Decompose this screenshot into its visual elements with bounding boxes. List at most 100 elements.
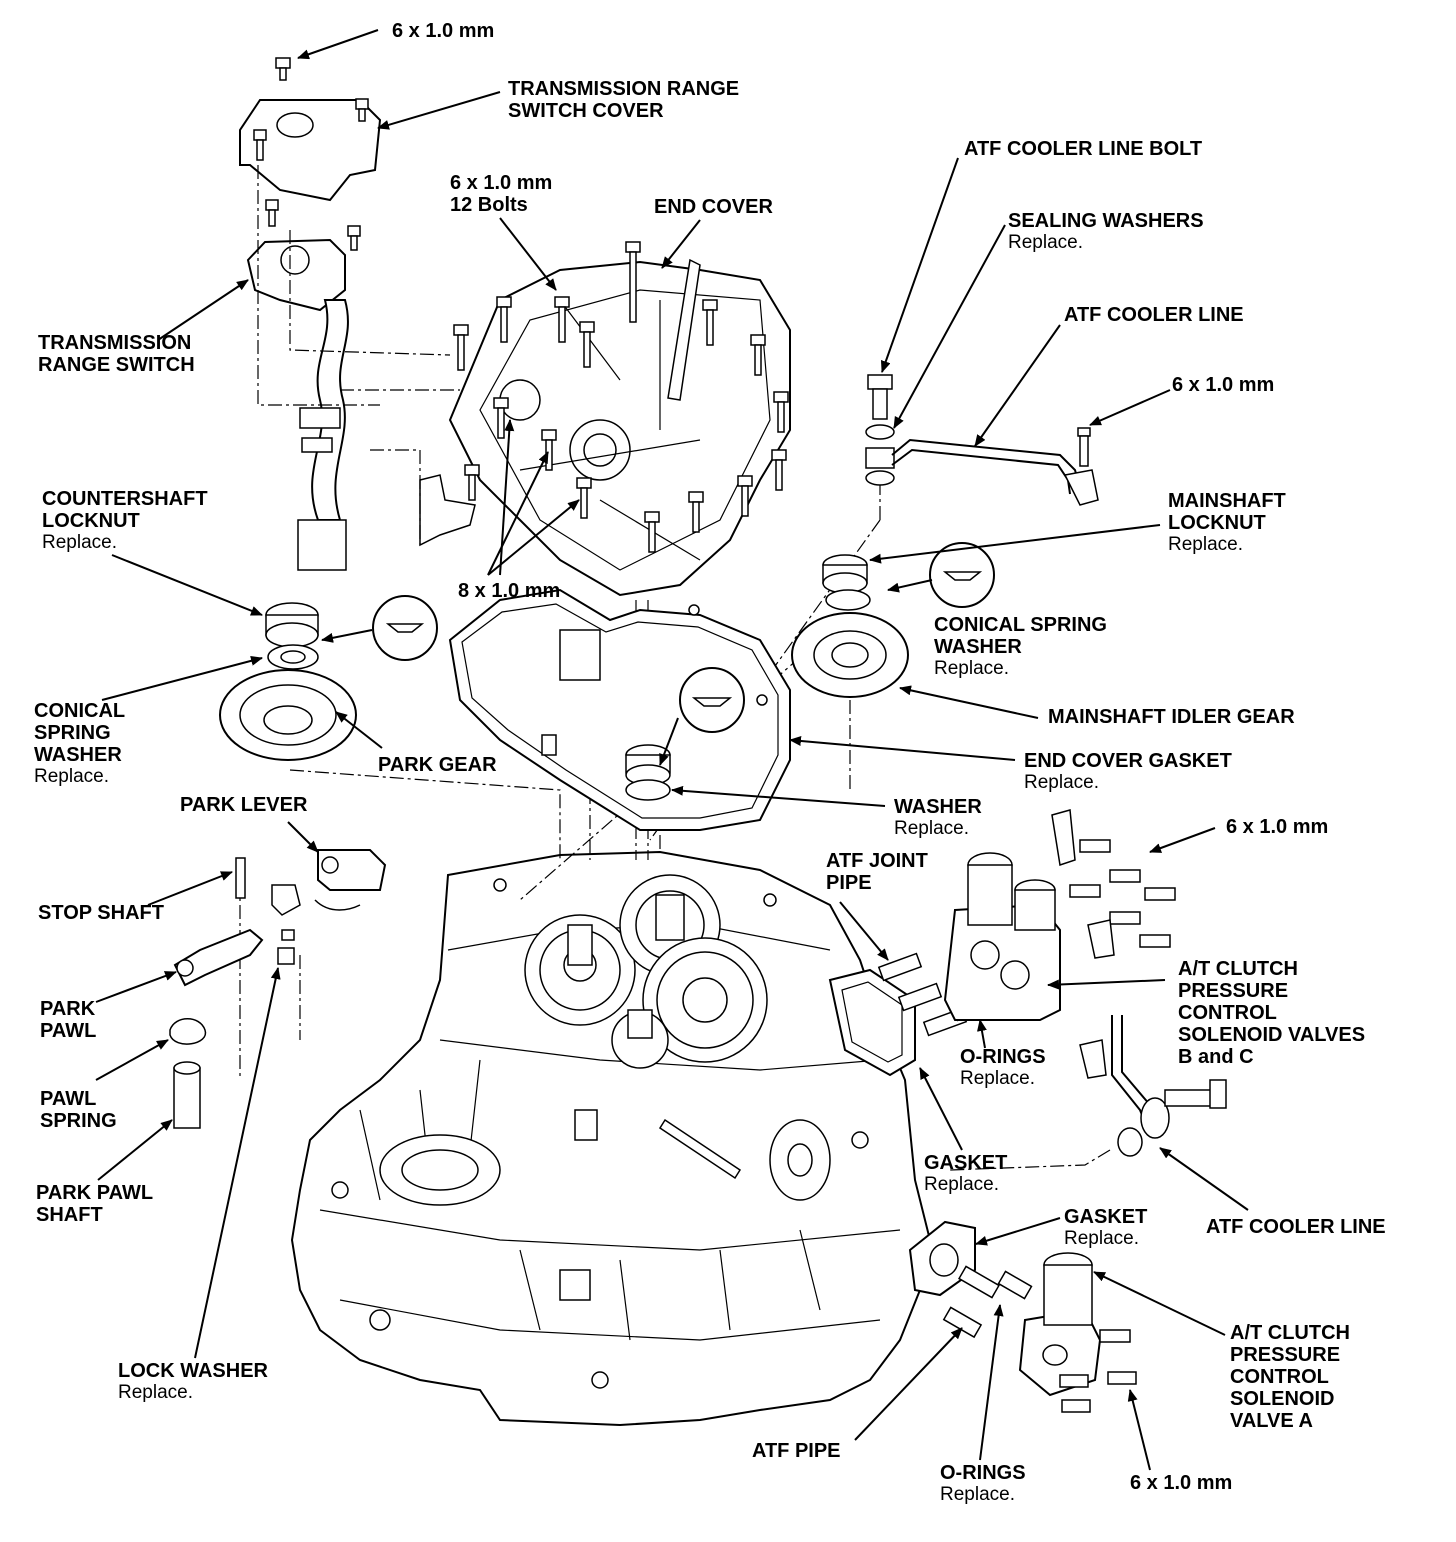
label-line: ATF COOLER LINE [1064, 304, 1244, 326]
label-line: PRESSURE [1230, 1344, 1341, 1366]
label-note: Replace. [118, 1382, 193, 1403]
label-line: CONICAL SPRING [934, 614, 1107, 636]
label-line: GASKET [1064, 1206, 1148, 1228]
label-note: Replace. [940, 1484, 1015, 1505]
label-line: LOCKNUT [42, 510, 140, 532]
label-end-cover: END COVER [654, 196, 773, 218]
label-bolt-8: 8 x 1.0 mm [458, 580, 560, 602]
label-line: ATF PIPE [752, 1440, 841, 1462]
transmission-housing [290, 850, 932, 1427]
label-line: LOCKNUT [1168, 512, 1266, 534]
label-line: COUNTERSHAFT [42, 488, 208, 510]
label-bolt-top-line1: 6 x 1.0 mm [392, 20, 495, 42]
atf-cooler-line-bottom-parts [1079, 1015, 1227, 1157]
label-atf-joint-pipe: ATF JOINT PIPE [826, 850, 928, 894]
label-park-gear: PARK GEAR [378, 754, 497, 776]
label-mainshaft-idler-gear: MAINSHAFT IDLER GEAR [1048, 706, 1295, 728]
label-bolt-bottom: 6 x 1.0 mm [1130, 1472, 1232, 1494]
label-pawl-spring: PAWL SPRING [40, 1088, 117, 1132]
label-line: TRANSMISSION RANGE [508, 78, 740, 100]
label-line: CONICAL [34, 700, 126, 722]
label-note: Replace. [924, 1174, 999, 1195]
label-line: O-RINGS [960, 1046, 1046, 1068]
label-countershaft-locknut: COUNTERSHAFT LOCKNUT Replace. [42, 488, 208, 554]
label-bolt-cooler: 6 x 1.0 mm [1172, 374, 1274, 396]
solenoid-bc-parts [828, 809, 1176, 1077]
label-line: END COVER GASKET [1024, 750, 1232, 772]
label-line: LOCK WASHER [118, 1360, 268, 1382]
label-note: Replace. [42, 532, 117, 553]
label-line: 6 x 1.0 mm [1130, 1472, 1233, 1494]
label-line: ATF COOLER LINE [1206, 1216, 1386, 1238]
label-line: SPRING [34, 722, 111, 744]
label-gasket-low: GASKET Replace. [1064, 1206, 1147, 1250]
label-solenoid-valves-bc: A/T CLUTCH PRESSURE CONTROL SOLENOID VAL… [1178, 958, 1365, 1068]
atf-cooler-line-top-parts [865, 374, 1099, 506]
label-line: A/T CLUTCH [1178, 958, 1298, 980]
end-cover-gasket [448, 588, 791, 831]
label-atf-cooler-line-top: ATF COOLER LINE [1064, 304, 1244, 326]
label-line: CONTROL [1178, 1002, 1277, 1024]
label-conical-spring-washer-left: CONICAL SPRING WASHER Replace. [34, 700, 125, 788]
label-note: Replace. [1008, 232, 1083, 253]
label-line: PRESSURE [1178, 980, 1289, 1002]
label-line: WASHER [894, 796, 982, 818]
label-atf-cooler-line-bolt: ATF COOLER LINE BOLT [964, 138, 1202, 160]
leader-lines [95, 29, 1249, 1471]
label-line: SEALING WASHERS [1008, 210, 1204, 232]
label-bolt-top: 6 x 1.0 mm [392, 20, 494, 42]
label-park-lever: PARK LEVER [180, 794, 307, 816]
label-line: A/T CLUTCH [1230, 1322, 1350, 1344]
label-line: 6 x 1.0 mm [450, 172, 553, 194]
label-line: PARK PAWL [36, 1182, 154, 1204]
label-line: PARK [40, 998, 96, 1020]
label-line: 8 x 1.0 mm [458, 580, 561, 602]
label-line: PIPE [826, 872, 872, 894]
label-line: SOLENOID [1230, 1388, 1335, 1410]
mainshaft-parts [625, 542, 995, 801]
label-line: GASKET [924, 1152, 1008, 1174]
label-atf-cooler-line-bottom: ATF COOLER LINE [1206, 1216, 1386, 1238]
label-line: PAWL [40, 1088, 97, 1110]
label-line: STOP SHAFT [38, 902, 164, 924]
label-end-cover-gasket: END COVER GASKET Replace. [1024, 750, 1232, 794]
label-note: Replace. [1024, 772, 1099, 793]
label-line: MAINSHAFT [1168, 490, 1286, 512]
label-line: RANGE SWITCH [38, 354, 195, 376]
label-end-cover-bolts: 6 x 1.0 mm 12 Bolts [450, 172, 552, 216]
label-line: 6 x 1.0 mm [1226, 816, 1329, 838]
label-washer: WASHER Replace. [894, 796, 982, 840]
label-atf-pipe: ATF PIPE [752, 1440, 841, 1462]
transmission-range-switch [246, 199, 476, 571]
label-line: CONTROL [1230, 1366, 1329, 1388]
label-o-rings-top: O-RINGS Replace. [960, 1046, 1046, 1090]
label-line: ATF JOINT [826, 850, 928, 872]
label-park-pawl: PARK PAWL [40, 998, 96, 1042]
end-cover-bolts [453, 241, 789, 553]
label-note: Replace. [894, 818, 969, 839]
label-line: END COVER [654, 196, 773, 218]
label-line: MAINSHAFT IDLER GEAR [1048, 706, 1295, 728]
solenoid-a-parts [908, 1220, 1137, 1413]
countershaft-parts [219, 595, 438, 761]
label-line: O-RINGS [940, 1462, 1026, 1484]
label-line: ATF COOLER LINE BOLT [964, 138, 1203, 160]
label-line: PARK GEAR [378, 754, 497, 776]
label-line: WASHER [34, 744, 122, 766]
transmission-range-switch-cover [239, 57, 382, 202]
label-line: B and C [1178, 1046, 1254, 1068]
label-note: Replace. [34, 766, 109, 787]
label-conical-spring-washer-right: CONICAL SPRING WASHER Replace. [934, 614, 1107, 680]
label-mainshaft-locknut: MAINSHAFT LOCKNUT Replace. [1168, 490, 1286, 556]
label-sealing-washers: SEALING WASHERS Replace. [1008, 210, 1204, 254]
label-line: SOLENOID VALVES [1178, 1024, 1366, 1046]
label-o-rings-bottom: O-RINGS Replace. [940, 1462, 1026, 1506]
label-note: Replace. [934, 658, 1009, 679]
label-line: VALVE A [1230, 1410, 1313, 1432]
label-note: Replace. [1168, 534, 1243, 555]
label-line: PAWL [40, 1020, 97, 1042]
label-transmission-range-switch-cover: TRANSMISSION RANGE SWITCH COVER [508, 78, 739, 122]
label-transmission-range-switch: TRANSMISSION RANGE SWITCH [38, 332, 195, 376]
label-line: PARK LEVER [180, 794, 308, 816]
